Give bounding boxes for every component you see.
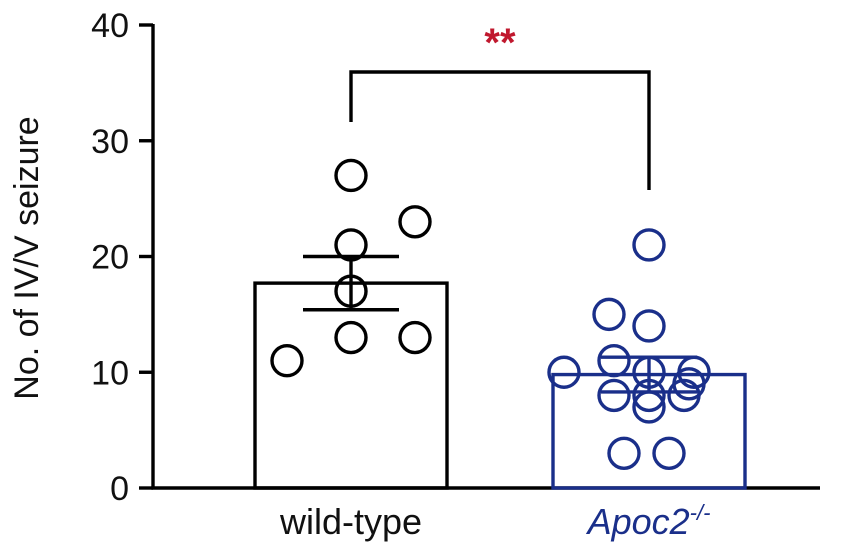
data-point bbox=[632, 228, 666, 262]
bar-1 bbox=[253, 281, 449, 490]
y-axis: 0 10 20 30 40 bbox=[91, 7, 820, 508]
category-label-1: wild-type bbox=[279, 501, 422, 542]
data-point bbox=[667, 378, 701, 413]
data-point bbox=[334, 320, 368, 355]
category-label-superscript: -/- bbox=[690, 500, 711, 525]
data-point bbox=[632, 390, 666, 424]
y-axis-label: No. of IV/V seizure bbox=[8, 116, 46, 399]
y-tick-label: 10 bbox=[91, 354, 129, 392]
data-point bbox=[398, 320, 432, 355]
significance-bracket: ** bbox=[349, 21, 651, 190]
data-point bbox=[632, 355, 666, 389]
data-points bbox=[270, 158, 711, 470]
data-point bbox=[632, 309, 666, 343]
data-point bbox=[597, 343, 631, 378]
data-point bbox=[398, 205, 432, 239]
data-point bbox=[334, 158, 368, 193]
y-tick-label: 0 bbox=[110, 470, 129, 508]
category-label-2: Apoc2-/- bbox=[586, 500, 711, 542]
bracket-line bbox=[349, 70, 651, 190]
y-tick-label: 30 bbox=[91, 123, 129, 161]
data-point bbox=[334, 274, 368, 308]
data-point bbox=[597, 378, 631, 413]
data-point bbox=[592, 297, 626, 332]
y-tick-label: 20 bbox=[91, 239, 129, 277]
category-labels: wild-type Apoc2-/- bbox=[279, 500, 710, 542]
category-label-text: wild-type bbox=[279, 501, 422, 542]
data-point bbox=[547, 355, 581, 389]
significance-label: ** bbox=[484, 21, 516, 65]
data-point bbox=[270, 343, 304, 378]
data-point bbox=[632, 378, 666, 413]
data-point bbox=[334, 228, 368, 262]
data-point bbox=[607, 436, 641, 470]
category-label-text: Apoc2 bbox=[586, 501, 690, 542]
data-point bbox=[652, 436, 686, 470]
y-tick-label: 40 bbox=[91, 7, 129, 45]
